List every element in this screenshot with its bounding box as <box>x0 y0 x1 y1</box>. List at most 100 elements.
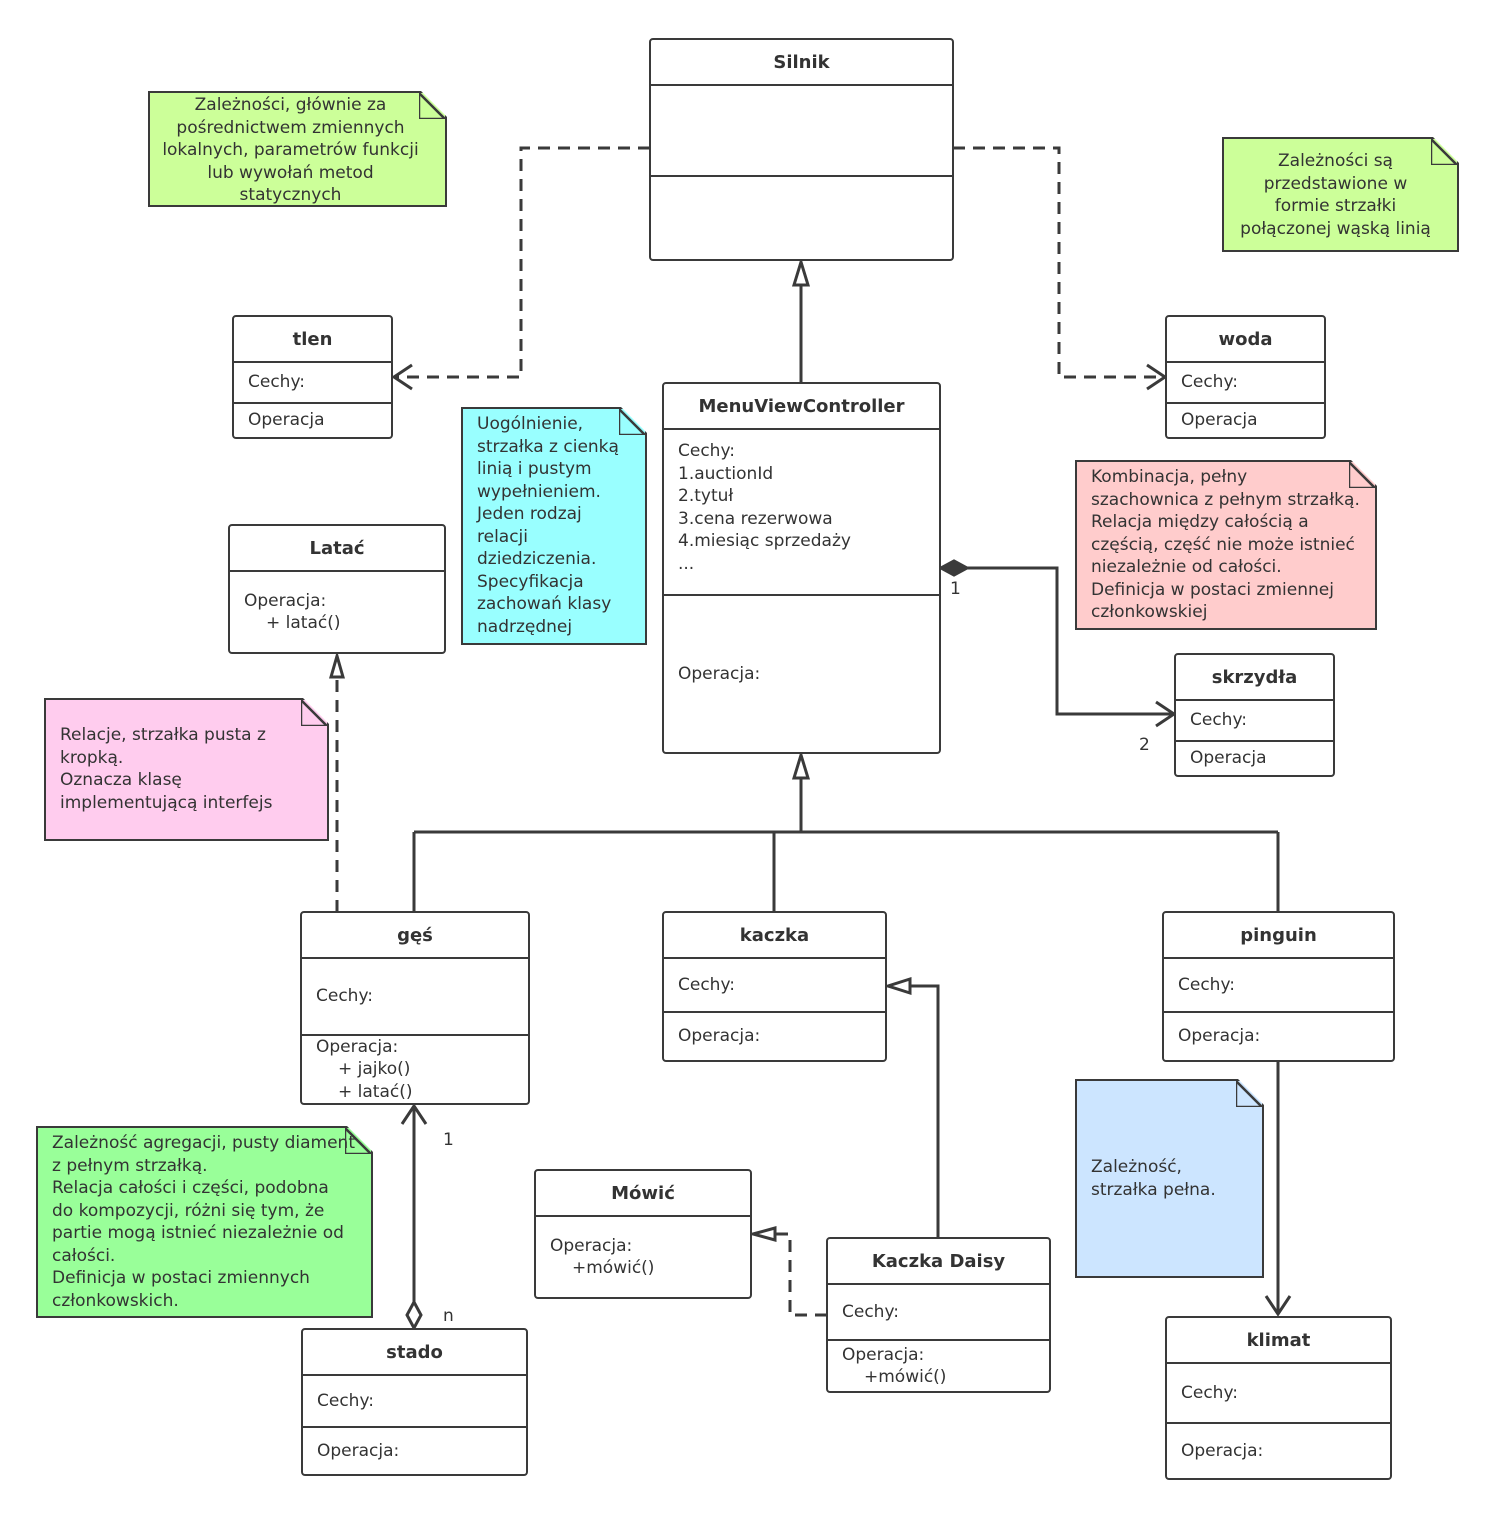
generalization-arrowhead-kaczka <box>883 976 912 996</box>
class-operations: Operacja: <box>1167 1422 1390 1478</box>
note-text: Zależności, głównie za pośrednictwem zmi… <box>162 95 419 205</box>
class-woda[interactable]: woda Cechy: Operacja <box>1165 315 1326 439</box>
feature-line: 2.tytuł <box>678 486 734 506</box>
feature-line: 3.cena rezerwowa <box>678 508 833 529</box>
class-title: Latać <box>230 526 444 572</box>
class-features: Cechy: <box>1181 1382 1239 1403</box>
composition-menu-skrzydla <box>967 566 1172 716</box>
class-features: Cechy: <box>842 1301 900 1322</box>
multiplicity-label: 2 <box>1139 735 1150 755</box>
class-menu-view-controller[interactable]: MenuViewController Cechy: 1.auctionId 2.… <box>662 382 941 754</box>
class-title: skrzydła <box>1176 655 1333 701</box>
class-operations: Operacja: <box>664 594 939 752</box>
class-operations: Operacja: <box>303 1426 526 1474</box>
note-fold-icon <box>1349 460 1377 488</box>
class-klimat[interactable]: klimat Cechy: Operacja: <box>1165 1316 1392 1480</box>
note-fold-icon <box>301 698 329 726</box>
note-text: Kombinacja, pełny szachownica z pełnym s… <box>1091 467 1360 622</box>
operation-line: +mówić() <box>864 1367 947 1387</box>
note-composition: Kombinacja, pełny szachownica z pełnym s… <box>1075 460 1377 630</box>
class-title: klimat <box>1167 1318 1390 1364</box>
operation-line: Operacja: <box>550 1235 633 1256</box>
aggregation-arrowhead-ges <box>400 1103 428 1125</box>
multiplicity-label: 1 <box>443 1130 454 1150</box>
note-aggregation: Zależność agregacji, pusty diament z peł… <box>36 1126 373 1318</box>
realization-arrowhead-latac <box>329 650 345 679</box>
note-text: Zależności są przedstawione w formie str… <box>1240 151 1431 239</box>
operation-line: Operacja: <box>244 590 327 611</box>
dependency-silnik-woda <box>953 146 1163 379</box>
dependency-silnik-tlen <box>396 146 650 379</box>
class-title: stado <box>303 1330 526 1376</box>
feature-line: ... <box>678 553 695 574</box>
class-operations: Operacja <box>1167 402 1324 437</box>
class-skrzydla[interactable]: skrzydła Cechy: Operacja <box>1174 653 1335 777</box>
class-operations: Operacja: + latać() <box>230 572 444 652</box>
dependency-arrowhead-tlen <box>391 363 413 391</box>
class-features: Cechy: <box>1190 710 1248 731</box>
class-features: Cechy: <box>678 974 736 995</box>
class-latac[interactable]: Latać Operacja: + latać() <box>228 524 446 654</box>
feature-line: 1.auctionId <box>678 463 774 484</box>
class-operations: Operacja: <box>664 1011 885 1060</box>
class-pinguin[interactable]: pinguin Cechy: Operacja: <box>1162 911 1395 1062</box>
class-features: Cechy: <box>1178 974 1236 995</box>
class-features: Cechy: <box>248 372 306 393</box>
class-features <box>651 86 952 175</box>
class-mowic[interactable]: Mówić Operacja: +mówić() <box>534 1169 752 1299</box>
generalization-arrowhead-menu <box>791 749 811 780</box>
feature-line: Cechy: <box>678 441 736 461</box>
class-kaczka-daisy[interactable]: Kaczka Daisy Cechy: Operacja: +mówić() <box>826 1237 1051 1393</box>
aggregation-diamond <box>405 1298 423 1332</box>
class-title: Silnik <box>651 40 952 86</box>
realization-arrowhead-mowic <box>747 1226 777 1242</box>
note-fold-icon <box>345 1126 373 1154</box>
class-title: pinguin <box>1164 913 1393 959</box>
class-title: woda <box>1167 317 1324 363</box>
note-fold-icon <box>619 407 647 435</box>
note-fold-icon <box>1236 1079 1264 1107</box>
operation-line: Operacja: <box>842 1344 925 1365</box>
feature-line: 4.miesiąc sprzedaży <box>678 531 851 551</box>
composition-diamond <box>937 559 971 577</box>
class-tlen[interactable]: tlen Cechy: Operacja <box>232 315 393 439</box>
class-title: kaczka <box>664 913 885 959</box>
multiplicity-label: n <box>443 1306 454 1326</box>
class-features: Cechy: <box>317 1390 375 1411</box>
note-realization: Relacje, strzałka pusta z kropką. Oznacz… <box>44 698 329 841</box>
class-operations: Operacja <box>1176 740 1333 775</box>
multiplicity-label: 1 <box>950 579 961 599</box>
generalization-arrowhead-silnik <box>791 256 811 287</box>
class-operations: Operacja: +mówić() <box>828 1339 1049 1391</box>
class-operations <box>651 175 952 259</box>
note-text: Uogólnienie, strzałka z cienką linią i p… <box>477 414 619 637</box>
class-features: Cechy: 1.auctionId 2.tytuł 3.cena rezerw… <box>664 430 939 594</box>
operation-line: +mówić() <box>572 1258 655 1278</box>
operation-line: + jajko() <box>338 1059 411 1080</box>
operation-line: Operacja: <box>316 1036 399 1057</box>
class-stado[interactable]: stado Cechy: Operacja: <box>301 1328 528 1476</box>
class-ges[interactable]: gęś Cechy: Operacja: + jajko() + latać() <box>300 911 530 1105</box>
note-association: Zależność, strzałka pełna. <box>1075 1079 1264 1278</box>
class-features: Cechy: <box>1181 372 1239 393</box>
class-title: Mówić <box>536 1171 750 1217</box>
note-fold-icon <box>1431 137 1459 165</box>
class-features: Cechy: <box>316 986 374 1007</box>
class-title: Kaczka Daisy <box>828 1239 1049 1285</box>
realization-daisy-mowic <box>775 1232 827 1317</box>
class-operations: Operacja <box>234 402 391 437</box>
class-kaczka[interactable]: kaczka Cechy: Operacja: <box>662 911 887 1062</box>
note-generalization: Uogólnienie, strzałka z cienką linią i p… <box>461 407 647 645</box>
class-title: tlen <box>234 317 391 363</box>
operation-line: + latać() <box>338 1081 413 1102</box>
note-text: Relacje, strzałka pusta z kropką. Oznacz… <box>60 725 273 813</box>
generalization-daisy-kaczka <box>910 984 940 1238</box>
association-arrowhead-klimat <box>1264 1295 1292 1317</box>
class-operations: Operacja: +mówić() <box>536 1217 750 1297</box>
class-title: gęś <box>302 913 528 959</box>
note-dependency-arrow: Zależności są przedstawione w formie str… <box>1222 137 1459 252</box>
class-operations: Operacja: <box>1164 1011 1393 1060</box>
class-silnik[interactable]: Silnik <box>649 38 954 261</box>
note-dependency-local: Zależności, głównie za pośrednictwem zmi… <box>148 91 447 207</box>
